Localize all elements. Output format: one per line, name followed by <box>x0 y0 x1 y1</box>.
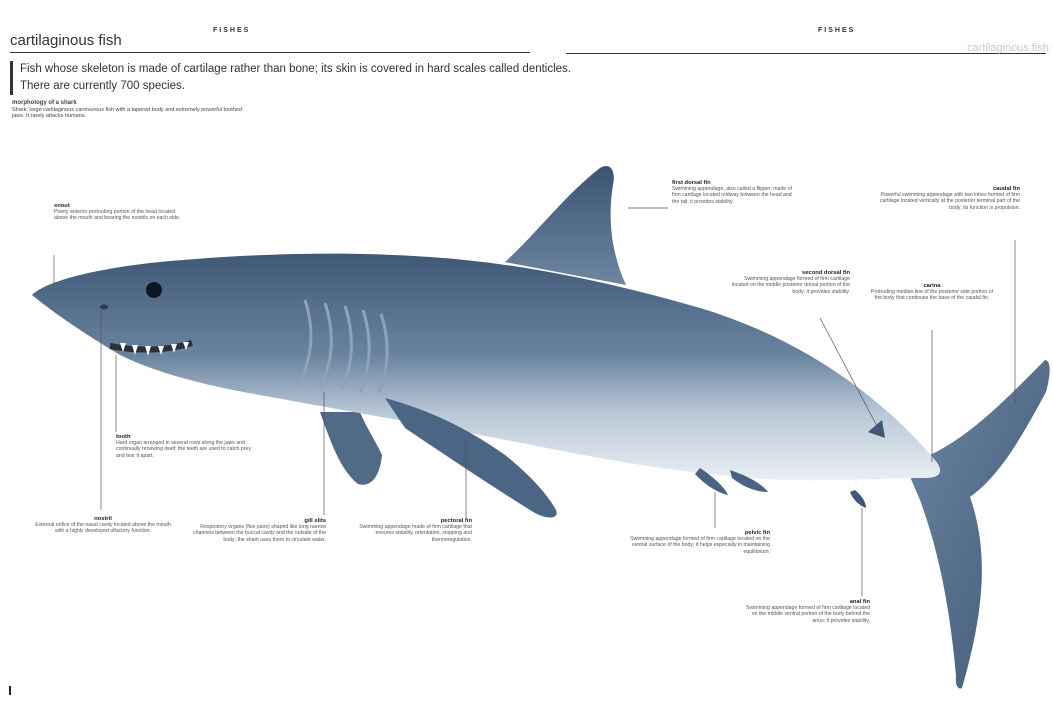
shark-nostril <box>100 305 108 310</box>
label-caudal-fin-text: Powerful swimming appendage with two lob… <box>880 192 1020 210</box>
label-first-dorsal-fin-text: Swimming appendage, also called a flippe… <box>672 186 792 204</box>
label-carina: carina Protruding median line of the pos… <box>868 283 996 302</box>
first-dorsal-fin <box>505 166 626 285</box>
label-nostril-text: External orifice of the nasal cavity loc… <box>35 522 171 534</box>
label-gill-slits-text: Respiratory organs (five pairs) shaped l… <box>193 524 326 542</box>
label-second-dorsal-fin: second dorsal fin Swimming appendage for… <box>728 270 850 295</box>
pectoral-fin-far <box>320 412 382 485</box>
anal-fin <box>850 490 866 508</box>
label-pelvic-fin-text: Swimming appendage formed of firm cartil… <box>630 536 770 554</box>
label-caudal-fin: caudal fin Powerful swimming appendage w… <box>876 186 1020 211</box>
page-marker <box>9 686 11 695</box>
label-second-dorsal-fin-text: Swimming appendage formed of firm cartil… <box>732 276 850 294</box>
caudal-fin <box>905 360 1050 688</box>
label-snout: snout Pointy anterior protruding portion… <box>54 203 184 222</box>
label-gill-slits: gill slits Respiratory organs (five pair… <box>186 518 326 543</box>
label-pectoral-fin: pectoral fin Swimming appendage made of … <box>346 518 472 543</box>
label-anal-fin-text: Swimming appendage formed of firm cartil… <box>746 605 870 623</box>
label-tooth: tooth Hard organ arranged in several row… <box>116 434 256 459</box>
label-tooth-text: Hard organ arranged in several rows alon… <box>116 440 251 458</box>
label-pelvic-fin: pelvic fin Swimming appendage formed of … <box>628 530 770 555</box>
label-snout-text: Pointy anterior protruding portion of th… <box>54 209 180 221</box>
shark-eye <box>146 282 162 298</box>
label-carina-text: Protruding median line of the posterior … <box>871 289 993 301</box>
label-anal-fin: anal fin Swimming appendage formed of fi… <box>744 599 870 624</box>
label-pectoral-fin-text: Swimming appendage made of firm cartilag… <box>359 524 472 542</box>
label-nostril: nostril External orifice of the nasal ca… <box>33 516 173 535</box>
label-first-dorsal-fin: first dorsal fin Swimming appendage, als… <box>672 180 792 205</box>
